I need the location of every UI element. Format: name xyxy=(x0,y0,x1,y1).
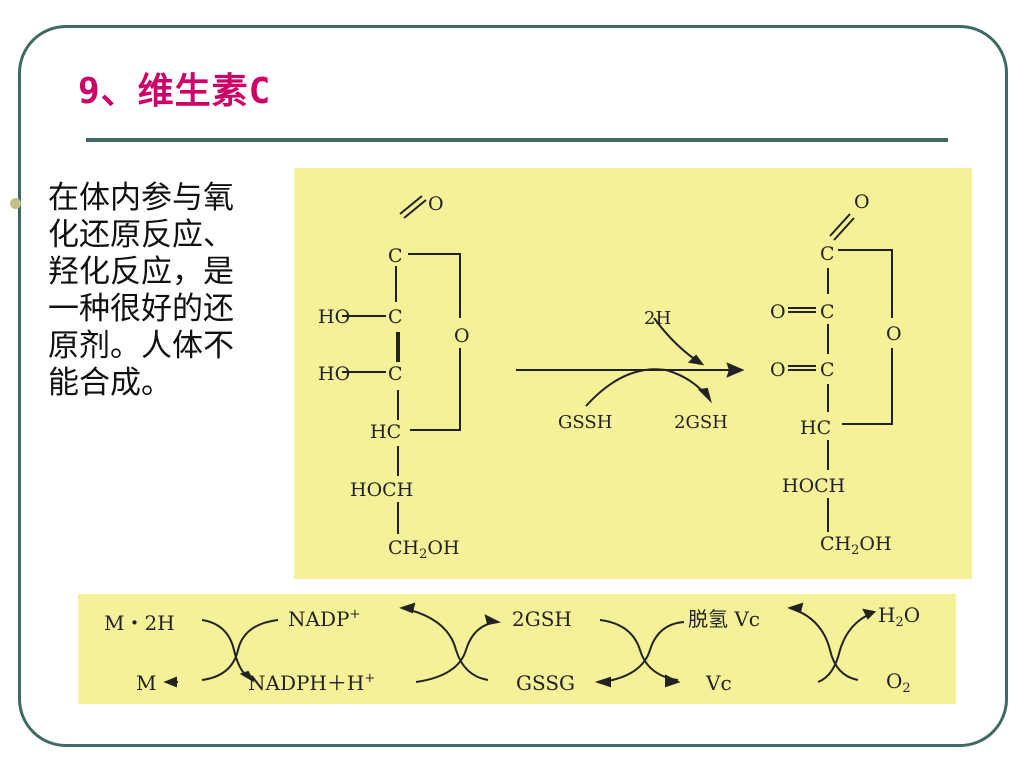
right-ring-bottom xyxy=(842,348,893,425)
right-hc: HC xyxy=(800,417,831,439)
right-ch2oh: CH2OH xyxy=(820,533,892,558)
two-h-label: 2H xyxy=(644,308,671,329)
left-ho-3: HO xyxy=(318,363,350,385)
right-o-2: O xyxy=(770,301,786,323)
left-double-bond-2 xyxy=(399,195,423,215)
cycle-curve-2b xyxy=(415,621,499,683)
left-ring-bottom xyxy=(410,348,461,431)
reaction-arrowhead xyxy=(726,362,745,378)
right-c1: C xyxy=(820,243,835,265)
vc-label: Vc xyxy=(705,671,732,695)
right-o-3: O xyxy=(770,359,786,381)
left-c3: C xyxy=(388,363,403,385)
h2o-label: H2O xyxy=(878,603,920,630)
m-label: M xyxy=(136,671,156,695)
slide-title: 9、维生素C xyxy=(78,71,272,112)
cycle-curve-3a xyxy=(599,619,679,681)
o2-label: O2 xyxy=(886,669,911,696)
redox-cycle-diagram: M・2H M NADP+ NADPH＋H+ 2GSH GSSG 脱氢 Vc Vc… xyxy=(104,602,920,696)
left-c2: C xyxy=(388,306,403,328)
left-double-bond xyxy=(403,199,427,219)
right-ring-o: O xyxy=(886,323,902,345)
redox-cycle-panel: M・2H M NADP+ NADPH＋H+ 2GSH GSSG 脱氢 Vc Vc… xyxy=(78,594,956,704)
bullet-text: 在体内参与氧化还原反应、羟化反应，是一种很好的还原剂。人体不能合成。 xyxy=(48,180,234,401)
bullet-dot-icon xyxy=(10,198,21,209)
gssg-label: GSSG xyxy=(516,671,575,695)
gssh-label: GSSH xyxy=(558,412,612,433)
right-c3: C xyxy=(820,359,835,381)
left-hoch: HOCH xyxy=(350,479,413,501)
left-ring-o: O xyxy=(454,325,470,347)
right-double-bond xyxy=(833,217,855,241)
two-gsh-label: 2GSH xyxy=(674,412,728,433)
cycle-curve-4a xyxy=(789,607,859,681)
cycle-curve-1b xyxy=(201,619,279,681)
title-divider xyxy=(86,138,948,142)
right-double-bond-2 xyxy=(829,213,851,237)
left-ring-top xyxy=(408,253,461,318)
left-ch2oh: CH2OH xyxy=(388,537,460,562)
gssh-curve xyxy=(585,368,711,407)
right-o-top: O xyxy=(854,191,870,213)
vitamin-c-oxidation-diagram: O C HO C HO C O HC HOCH CH2OH 2H GSSH 2G… xyxy=(318,191,902,562)
dehydro-vc-label: 脱氢 Vc xyxy=(688,607,760,631)
left-ho-2: HO xyxy=(318,306,350,328)
cycle-curve-2a xyxy=(401,607,489,681)
two-gsh-cycle-label: 2GSH xyxy=(512,607,572,631)
cycle-curve-4b xyxy=(817,613,871,683)
nadph-label: NADPH＋H+ xyxy=(248,671,375,695)
right-c2: C xyxy=(820,301,835,323)
left-o-top: O xyxy=(428,193,444,215)
reaction-panel: O C HO C HO C O HC HOCH CH2OH 2H GSSH 2G… xyxy=(294,168,972,579)
m2h-label: M・2H xyxy=(104,611,175,635)
cycle-curve-1a xyxy=(201,619,255,681)
left-hc: HC xyxy=(370,421,401,443)
nadp-label: NADP+ xyxy=(288,607,360,631)
cycle-curve-3b xyxy=(601,621,685,683)
right-ring-top xyxy=(838,249,893,318)
left-c1: C xyxy=(388,245,403,267)
right-hoch: HOCH xyxy=(782,475,845,497)
